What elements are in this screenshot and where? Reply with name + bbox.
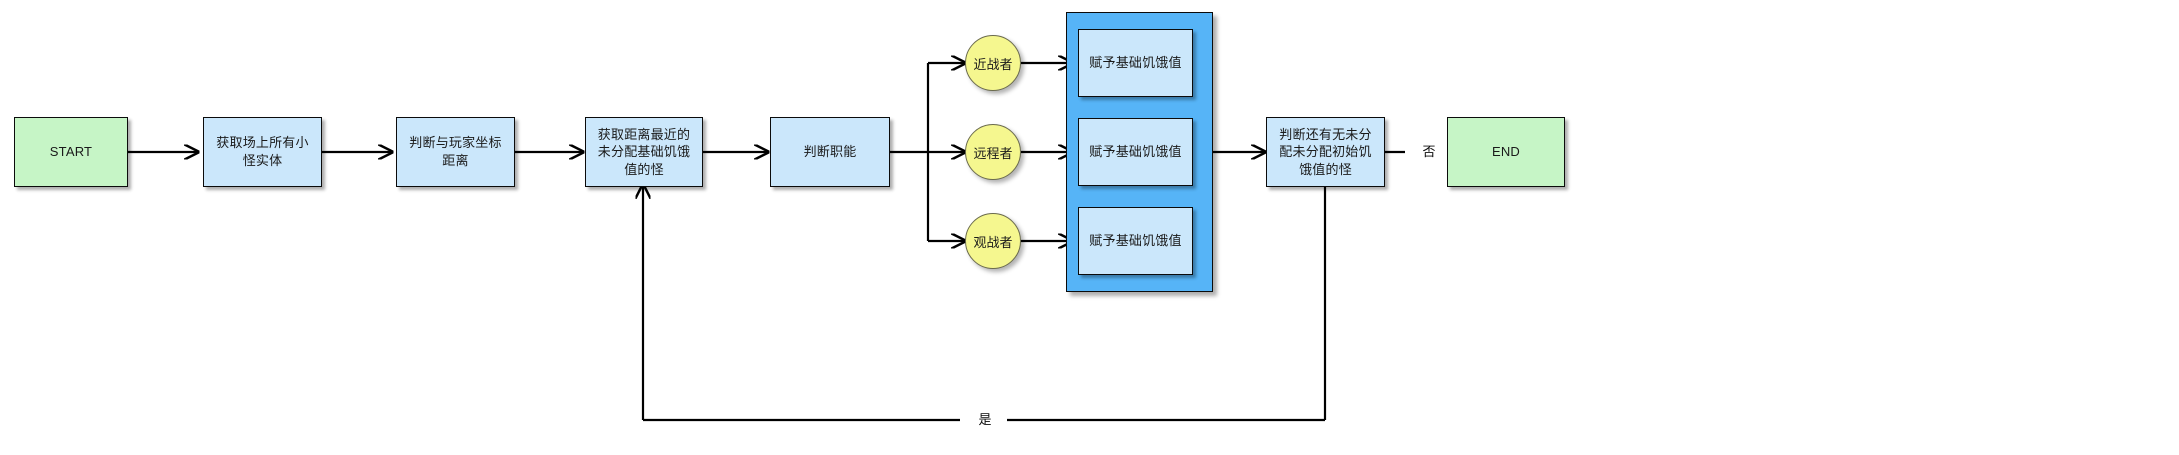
- edge-label-no-text: 否: [1422, 144, 1436, 159]
- node-start[interactable]: START: [14, 117, 128, 187]
- node-assign-spectator-label: 赋予基础饥饿值: [1089, 233, 1182, 249]
- edge-label-no: 否: [1405, 141, 1453, 160]
- node-role-melee[interactable]: 近战者: [965, 35, 1021, 91]
- node-role-ranged[interactable]: 远程者: [965, 124, 1021, 180]
- node-get-entities[interactable]: 获取场上所有小怪实体: [203, 117, 322, 187]
- edge-label-yes: 是: [963, 409, 1007, 428]
- node-get-nearest[interactable]: 获取距离最近的未分配基础饥饿值的怪: [585, 117, 703, 187]
- node-assign-melee-label: 赋予基础饥饿值: [1089, 55, 1182, 71]
- node-assign-spectator[interactable]: 赋予基础饥饿值: [1078, 207, 1193, 275]
- node-assign-ranged-label: 赋予基础饥饿值: [1089, 144, 1182, 160]
- edge-label-yes-text: 是: [978, 412, 992, 427]
- node-get-nearest-label: 获取距离最近的未分配基础饥饿值的怪: [597, 126, 691, 177]
- node-judge-remaining[interactable]: 判断还有无未分配未分配初始饥饿值的怪: [1266, 117, 1385, 187]
- node-role-melee-label: 近战者: [973, 56, 1013, 72]
- node-judge-distance[interactable]: 判断与玩家坐标距离: [396, 117, 515, 187]
- node-assign-melee[interactable]: 赋予基础饥饿值: [1078, 29, 1193, 97]
- node-judge-distance-label: 判断与玩家坐标距离: [409, 135, 502, 168]
- node-role-spectator[interactable]: 观战者: [965, 213, 1021, 269]
- node-end[interactable]: END: [1447, 117, 1565, 187]
- node-assign-ranged[interactable]: 赋予基础饥饿值: [1078, 118, 1193, 186]
- node-get-entities-label: 获取场上所有小怪实体: [216, 135, 309, 168]
- node-role-ranged-label: 远程者: [973, 145, 1013, 161]
- node-role-spectator-label: 观战者: [973, 234, 1013, 250]
- node-judge-role-label: 判断职能: [803, 144, 857, 160]
- node-judge-role[interactable]: 判断职能: [770, 117, 890, 187]
- node-start-label: START: [49, 144, 93, 160]
- node-end-label: END: [1491, 144, 1521, 160]
- node-judge-remaining-label: 判断还有无未分配未分配初始饥饿值的怪: [1279, 126, 1372, 177]
